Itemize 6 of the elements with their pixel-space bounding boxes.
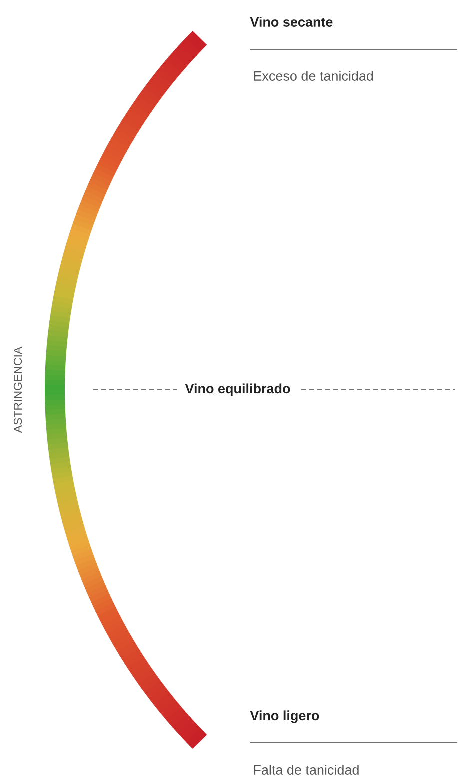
heading: Vino secante — [250, 17, 333, 27]
description: Falta de tanicidad — [254, 765, 359, 775]
description: Exceso de tanicidad — [254, 71, 374, 81]
heading: Vino ligero — [250, 710, 320, 724]
heading: Vino equilibrado — [177, 382, 299, 398]
axis-label: ASTRINGENCIA — [14, 346, 22, 434]
